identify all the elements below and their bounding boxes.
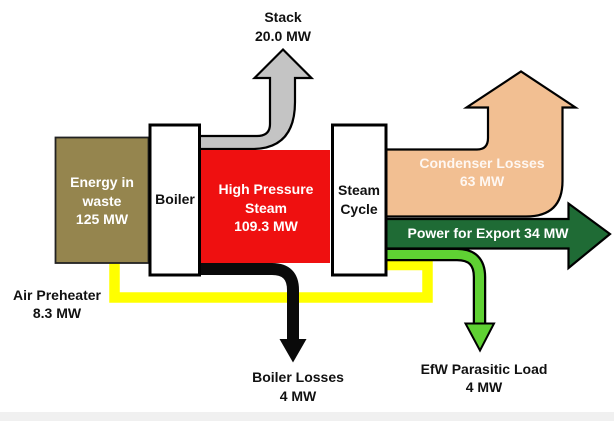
condenser-losses-label-name: Condenser Losses [419,155,545,171]
energy-in-waste-block [54,136,150,264]
boiler-losses-label-name: Boiler Losses [252,369,344,385]
steam-cycle-box [331,123,388,277]
energy-in-waste-label: Energy in waste 125 MW [70,173,134,229]
air-preheater-label-name: Air Preheater [13,287,101,303]
efw-parasitic-label-name: EfW Parasitic Load [420,361,548,377]
condenser-losses-label: Condenser Losses 63 MW [419,154,544,190]
hp-steam-label-line2: Steam [244,199,288,216]
steam-cycle-label-line2: Cycle [340,201,378,217]
power-export-arrow [383,201,612,271]
boiler-box [148,123,201,277]
efw-parasitic-load-label: EfW Parasitic Load 4 MW [421,360,548,396]
high-pressure-steam-label: High Pressure Steam 109.3 MW [219,180,314,236]
efw-parasitic-label-value: 4 MW [465,379,503,395]
parasitic-load-flow [385,250,484,324]
hp-steam-label-value: 109.3 MW [234,218,298,234]
condenser-losses-arrow [383,70,580,218]
boiler-losses-flow [197,263,299,340]
power-export-label: Power for Export 34 MW [407,224,568,242]
boiler-losses-label-value: 4 MW [279,388,317,404]
air-preheater-label: Air Preheater 8.3 MW [13,286,101,322]
boiler-label-text: Boiler [155,191,195,207]
energy-label-value: 125 MW [75,211,129,227]
page-edge-strip [0,412,614,421]
steam-cycle-label-line1: Steam [337,182,381,198]
air-preheater-flow [109,259,433,303]
boiler-losses-arrowhead-icon [279,339,307,363]
power-export-label-text: Power for Export 34 MW [407,225,569,241]
parasitic-load-arrowhead-icon [463,322,496,353]
condenser-losses-label-value: 63 MW [459,173,505,189]
boiler-label: Boiler [155,190,195,208]
stack-label: Stack 20.0 MW [255,8,311,46]
energy-label-line1: Energy in [70,174,134,190]
hp-steam-label-line1: High Pressure [218,181,314,197]
air-preheater-label-value: 8.3 MW [32,305,82,321]
stack-arrow [195,47,315,151]
stack-label-value: 20.0 MW [254,28,312,44]
energy-label-line2: waste [82,192,122,209]
boiler-losses-label: Boiler Losses 4 MW [252,368,344,406]
high-pressure-steam-block [199,150,330,263]
stack-label-name: Stack [264,9,302,25]
steam-cycle-label: Steam Cycle [338,181,380,219]
